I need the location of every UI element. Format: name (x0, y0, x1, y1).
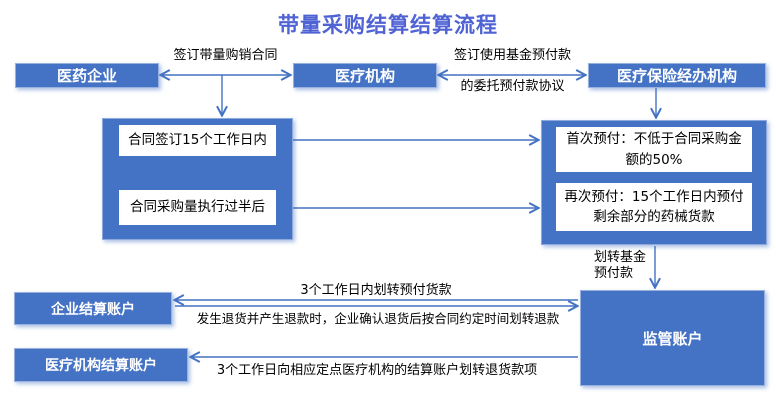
node-contract-signed-15days-label: 合同签订15个工作日内 (128, 132, 267, 149)
node-medical-institution: 医疗机构 (293, 63, 437, 88)
diagram-title: 带量采购结算结算流程 (278, 13, 498, 37)
edge-label-transfer-fund-prepayment: 划转基金预付款 (594, 250, 647, 282)
node-second-prepayment-label: 再次预付：15个工作日内预付剩余部分的药械货款 (564, 188, 744, 225)
node-contract-half-executed: 合同采购量执行过半后 (119, 190, 276, 225)
node-second-prepayment: 再次预付：15个工作日内预付剩余部分的药械货款 (556, 183, 752, 231)
node-pharma-enterprise-label: 医药企业 (56, 67, 117, 85)
edge-label-refund-condition: 发生退货并产生退款时，企业确认退货后按合同约定时间划转退款 (196, 311, 560, 326)
node-medical-settlement-account: 医疗机构结算账户 (14, 348, 188, 382)
node-enterprise-settlement-account: 企业结算账户 (14, 292, 172, 325)
node-insurance-agency: 医疗保险经办机构 (588, 63, 766, 88)
edge-label-transfer-return-goods: 3个工作日向相应定点医疗机构的结算账户划转退货款项 (216, 363, 538, 378)
node-first-prepayment: 首次预付：不低于合同采购金额的50% (556, 127, 752, 172)
node-medical-settlement-account-label: 医疗机构结算账户 (45, 358, 157, 374)
node-first-prepayment-label: 首次预付：不低于合同采购金额的50% (566, 131, 742, 168)
edge-label-sign-fund-agreement-1: 签订使用基金预付款 (453, 48, 571, 63)
node-enterprise-settlement-account-label: 企业结算账户 (51, 301, 135, 318)
edge-label-transfer-prepaid-goods: 3个工作日内划转预付货款 (300, 283, 452, 298)
node-pharma-enterprise: 医药企业 (15, 63, 159, 88)
node-supervision-account-label: 监管账户 (642, 329, 703, 348)
node-contract-signed-15days: 合同签订15个工作日内 (119, 125, 276, 156)
node-contract-half-executed-label: 合同采购量执行过半后 (130, 199, 265, 216)
node-medical-institution-label: 医疗机构 (334, 67, 395, 85)
edge-label-sign-volume-contract: 签订带量购销合同 (173, 48, 278, 63)
edge-label-sign-fund-agreement-2: 的委托预付款协议 (460, 79, 565, 94)
node-insurance-agency-label: 医疗保险经办机构 (616, 67, 737, 85)
node-supervision-account: 监管账户 (580, 290, 765, 386)
